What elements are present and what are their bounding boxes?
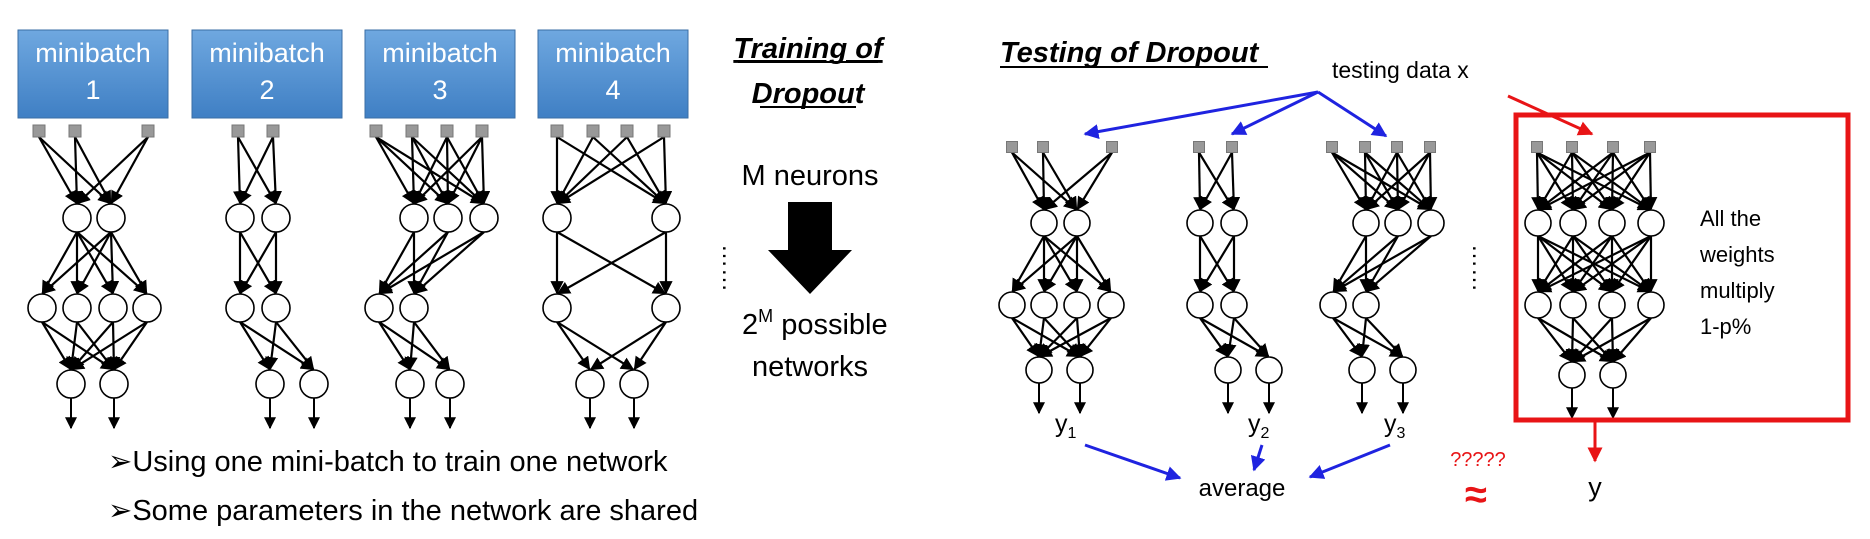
y1-subscript: 1 — [1068, 425, 1077, 442]
y2-subscript: 2 — [1261, 425, 1270, 442]
weights-line4: 1-p% — [1700, 314, 1751, 339]
testing-ellipsis: …… — [1467, 244, 1494, 292]
test-network-2 — [1186, 141, 1283, 415]
output-y: y — [1588, 472, 1602, 502]
weights-line3: multiply — [1700, 278, 1775, 303]
full-test-network — [1524, 141, 1665, 420]
y3-letter: y — [1384, 410, 1397, 438]
y1-letter: y — [1055, 410, 1068, 438]
y3-subscript: 3 — [1397, 425, 1406, 442]
training-ellipsis: …… — [717, 244, 744, 292]
minibatch-2-label: minibatch — [209, 38, 325, 68]
question-marks: ????? — [1450, 449, 1506, 471]
possible-networks-line2: networks — [752, 351, 868, 383]
minibatch-1-number: 1 — [85, 75, 100, 105]
weights-line1: All the — [1700, 206, 1761, 231]
approx-symbol: ≈ — [1465, 473, 1487, 517]
network-minibatch-3 — [364, 124, 499, 430]
training-title-line1: Training of — [733, 33, 886, 65]
network-minibatch-2 — [225, 124, 329, 430]
m-neurons-label: M neurons — [741, 160, 878, 192]
full-network-box — [1513, 112, 1851, 423]
y3-label: y3 — [1384, 410, 1406, 442]
bullet-2-marker: ➢ — [108, 495, 132, 527]
possible-label: possible — [773, 309, 887, 341]
bullet-1-text: Using one mini-batch to train one networ… — [132, 446, 668, 478]
test-network-1 — [998, 141, 1125, 415]
bullet-1-marker: ➢ — [108, 446, 132, 478]
minibatch-4: minibatch 4 — [537, 29, 689, 119]
y2-letter: y — [1248, 410, 1261, 438]
minibatch-3-number: 3 — [432, 75, 447, 105]
bullet-1: ➢Using one mini-batch to train one netwo… — [108, 446, 668, 478]
minibatch-3-label: minibatch — [382, 38, 498, 68]
average-arrows — [1084, 443, 1391, 481]
test-network-3 — [1319, 141, 1445, 415]
minibatch-1-label: minibatch — [35, 38, 151, 68]
minibatch-4-number: 4 — [605, 75, 620, 105]
minibatch-2: minibatch 2 — [191, 29, 343, 119]
testing-data-label: testing data x — [1332, 57, 1469, 83]
minibatch-3: minibatch 3 — [364, 29, 516, 119]
average-label: average — [1199, 475, 1286, 502]
network-diagrams — [27, 124, 1665, 430]
bullet-2-text: Some parameters in the network are share… — [132, 495, 698, 527]
testing-data-arrows — [1083, 90, 1388, 139]
testing-title: Testing of Dropout — [1000, 37, 1260, 69]
y2-label: y2 — [1248, 410, 1270, 442]
minibatch-4-label: minibatch — [555, 38, 671, 68]
training-title-line2: Dropout — [752, 78, 866, 110]
bullet-2: ➢Some parameters in the network are shar… — [108, 495, 698, 527]
minibatch-1: minibatch 1 — [17, 29, 169, 119]
weights-line2: weights — [1699, 242, 1775, 267]
minibatch-2-number: 2 — [259, 75, 274, 105]
y1-label: y1 — [1055, 410, 1077, 442]
down-arrow-icon — [768, 202, 852, 294]
network-minibatch-4 — [542, 124, 681, 430]
network-minibatch-1 — [27, 124, 162, 430]
possible-networks-line1: 2M possible — [742, 306, 888, 341]
superscript-m: M — [758, 306, 773, 326]
two-label: 2 — [742, 309, 758, 341]
